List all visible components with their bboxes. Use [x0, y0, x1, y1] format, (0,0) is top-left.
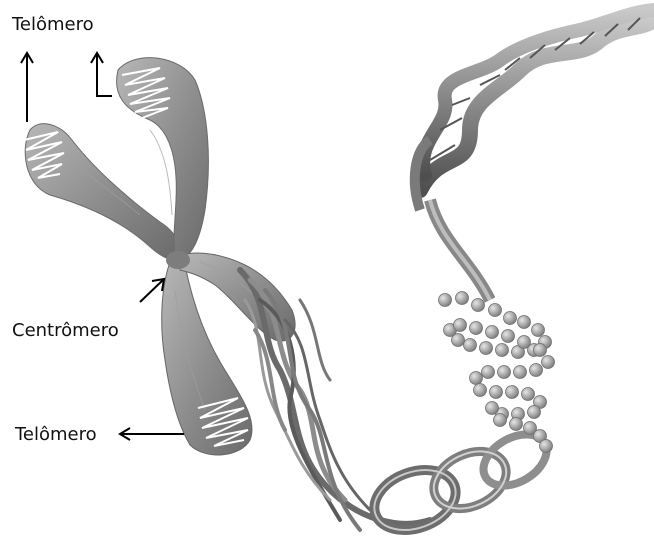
nucleosome-bead — [542, 356, 555, 369]
nucleosome-bead — [439, 294, 452, 307]
nucleosome-bead — [454, 319, 467, 332]
nucleosome-bead — [514, 366, 527, 379]
dna-double-helix — [415, 10, 654, 300]
centromere-constriction — [166, 251, 190, 269]
nucleosome-bead — [532, 324, 545, 337]
nucleosome-bead — [518, 316, 531, 329]
nucleosome-bead — [528, 406, 541, 419]
nucleosome-bead — [510, 418, 523, 431]
label-telomere-top: Telômero — [12, 15, 94, 35]
nucleosome-bead — [470, 372, 483, 385]
nucleosome-bead — [504, 312, 517, 325]
label-telomere-bottom: Telômero — [15, 425, 97, 445]
nucleosome-bead — [490, 386, 503, 399]
nucleosome-bead — [494, 414, 507, 427]
arrow-centromere — [140, 279, 164, 302]
nucleosome-bead — [502, 330, 515, 343]
nucleosome-bead — [496, 344, 509, 357]
nucleosome-bead — [489, 304, 502, 317]
nucleosome-bead — [506, 386, 519, 399]
nucleosome-bead — [456, 292, 469, 305]
nucleosome-bead — [486, 326, 499, 339]
nucleosome-bead — [472, 299, 485, 312]
arrow-telomere-upper-right — [91, 53, 112, 96]
label-centromere: Centrômero — [12, 321, 119, 341]
nucleosome-bead — [482, 366, 495, 379]
nucleosome-bead — [530, 364, 543, 377]
chromatin-fibers — [240, 270, 430, 530]
nucleosome-bead — [534, 344, 547, 357]
nucleosome-bead — [522, 388, 535, 401]
chromatid-upper-left-arm — [25, 124, 179, 260]
arrow-telomere-left — [21, 53, 33, 122]
nucleosome-bead — [486, 402, 499, 415]
nucleosome-beads — [439, 292, 555, 453]
nucleosome-bead — [464, 339, 477, 352]
nucleosome-bead — [498, 366, 511, 379]
nucleosome-bead — [540, 440, 553, 453]
chromosome — [24, 58, 295, 455]
nucleosome-bead — [518, 336, 531, 349]
nucleosome-bead — [474, 384, 487, 397]
nucleosome-bead — [480, 342, 493, 355]
nucleosome-bead — [470, 322, 483, 335]
arrow-telomere-bottom — [120, 428, 184, 440]
